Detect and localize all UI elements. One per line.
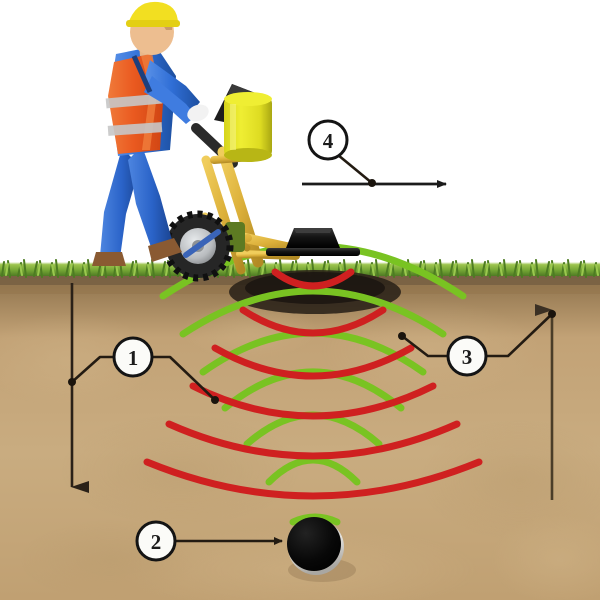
callout-leader-lines (71, 153, 553, 545)
leader-1-left (71, 355, 115, 383)
callout-3[interactable]: 3 (446, 335, 488, 377)
antenna-sled-top-highlight (294, 228, 332, 233)
red-arc-4 (189, 382, 437, 420)
red-arc-6 (143, 458, 483, 500)
buried-pipe-target (287, 517, 341, 571)
gpr-instrument (214, 84, 272, 162)
leader-4 (337, 153, 373, 185)
red-arc-1 (271, 268, 355, 290)
operator-back-leg (100, 148, 140, 258)
callout-4[interactable]: 4 (307, 119, 349, 161)
callout-4-circle[interactable] (307, 119, 349, 161)
instrument-top (224, 92, 272, 106)
callout-4-label: 4 (323, 129, 334, 153)
callout-leader-dots (68, 179, 556, 404)
operator-front-leg (128, 146, 172, 250)
green-arc-6 (265, 456, 361, 486)
operator-hard-hat (128, 1, 178, 24)
wheel-spoke-accent (183, 229, 221, 258)
callout-3-label: 3 (462, 345, 473, 369)
callout-1[interactable]: 1 (112, 336, 154, 378)
red-arc-2 (239, 306, 387, 337)
operator-vest-stripe-upper (105, 93, 163, 109)
leader-3-left (401, 334, 449, 358)
operator-arm (144, 60, 200, 114)
operator-glove (187, 104, 209, 122)
callout-2-label: 2 (151, 530, 162, 554)
operator-vest-stripe-lower (107, 122, 163, 136)
operator-lower-arm (144, 76, 196, 124)
operator-chest-strap (131, 54, 153, 94)
antenna-sled (266, 228, 360, 256)
leader-1-right (151, 355, 216, 401)
callout-3-circle[interactable] (446, 335, 488, 377)
operator-hard-hat-brim (126, 20, 180, 27)
callout-1-circle[interactable] (112, 336, 154, 378)
antenna-sled-base (266, 248, 360, 256)
operator-front-boot (148, 238, 182, 262)
green-arc-at-target (289, 513, 341, 526)
transmitted-wave-arcs (143, 268, 483, 500)
instrument-highlight (230, 104, 236, 150)
green-arc-2 (179, 287, 447, 338)
callout-1-label: 1 (128, 346, 139, 370)
leader-3-right (485, 313, 553, 358)
callout-2[interactable]: 2 (135, 520, 177, 562)
operator-back-boot (92, 252, 126, 266)
survey-technician (92, 1, 209, 266)
cart-battery-box (225, 222, 245, 252)
red-arc-5 (165, 420, 461, 460)
callout-2-circle[interactable] (135, 520, 177, 562)
red-arc-3 (211, 344, 415, 380)
green-arc-4 (221, 368, 405, 412)
instrument-bottom (224, 148, 272, 162)
